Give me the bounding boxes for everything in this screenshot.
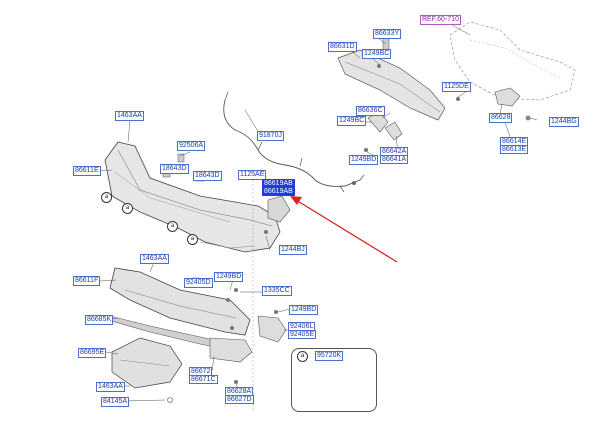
wiring-harness bbox=[223, 99, 361, 187]
side-cover bbox=[257, 315, 287, 343]
ref-body-outline bbox=[449, 21, 576, 101]
label-86611E[interactable]: 86611E bbox=[73, 166, 101, 176]
label-86631D[interactable]: 86631D bbox=[328, 42, 357, 52]
label-91870J[interactable]: 91870J bbox=[257, 131, 284, 141]
callout-a-3: a bbox=[167, 221, 178, 232]
label-86611F[interactable]: 86611F bbox=[73, 276, 101, 286]
label-1249BC-b[interactable]: 1249BC bbox=[337, 116, 367, 126]
label-18643D-a[interactable]: 18643D bbox=[160, 164, 189, 174]
label-84145A[interactable]: 84145A bbox=[101, 397, 130, 407]
lower-diffuser bbox=[109, 267, 251, 336]
bumper-beam bbox=[337, 49, 446, 121]
side-bracket bbox=[494, 87, 521, 107]
label-86619AB-2[interactable]: 86619AB bbox=[262, 187, 295, 196]
reflector bbox=[267, 195, 291, 223]
label-1125AE[interactable]: 1125AE bbox=[238, 170, 267, 180]
label-86671C[interactable]: 86671C bbox=[189, 375, 218, 384]
callout-a-1: a bbox=[101, 192, 112, 203]
label-1249BD-b[interactable]: 1249BD bbox=[214, 272, 244, 282]
label-1244BG[interactable]: 1244BG bbox=[549, 117, 579, 127]
muffler-garnish bbox=[209, 337, 253, 363]
callout-a-4: a bbox=[187, 234, 198, 245]
label-95720K[interactable]: 95720K bbox=[315, 351, 344, 361]
label-86636C[interactable]: 86636C bbox=[356, 106, 385, 116]
label-86627D[interactable]: 86627D bbox=[225, 395, 254, 404]
label-92405D[interactable]: 92405D bbox=[184, 278, 213, 288]
label-86685K[interactable]: 86685K bbox=[85, 315, 114, 325]
label-18643D-b[interactable]: 18643D bbox=[193, 171, 222, 181]
label-1249BD-c[interactable]: 1249BD bbox=[289, 305, 319, 315]
label-1244BJ[interactable]: 1244BJ bbox=[279, 245, 307, 255]
label-1463AA-b[interactable]: 1463AA bbox=[140, 254, 169, 264]
callout-a-inset: a bbox=[297, 351, 308, 362]
label-ref-60710[interactable]: REF.60-710 bbox=[420, 15, 461, 25]
label-86633Y[interactable]: 86633Y bbox=[373, 29, 402, 39]
label-86613E[interactable]: 86613E bbox=[500, 145, 529, 154]
label-1125DE[interactable]: 1125DE bbox=[442, 82, 471, 92]
label-86641A[interactable]: 86641A bbox=[380, 155, 409, 164]
callout-a-2: a bbox=[122, 203, 133, 214]
label-1249BC-a[interactable]: 1249BC bbox=[362, 49, 392, 59]
label-1463AA-c[interactable]: 1463AA bbox=[96, 382, 125, 392]
label-92405E[interactable]: 92405E bbox=[288, 330, 317, 339]
label-86695E[interactable]: 86695E bbox=[78, 348, 107, 358]
label-1249BD-a[interactable]: 1249BD bbox=[349, 155, 379, 165]
label-1463AA-a[interactable]: 1463AA bbox=[115, 111, 144, 121]
bumper-cover bbox=[104, 141, 281, 253]
label-1335CC[interactable]: 1335CC bbox=[262, 286, 292, 296]
pointer-arrow bbox=[290, 196, 398, 263]
label-92506A[interactable]: 92506A bbox=[177, 141, 206, 151]
label-86628[interactable]: 86628 bbox=[489, 113, 513, 123]
